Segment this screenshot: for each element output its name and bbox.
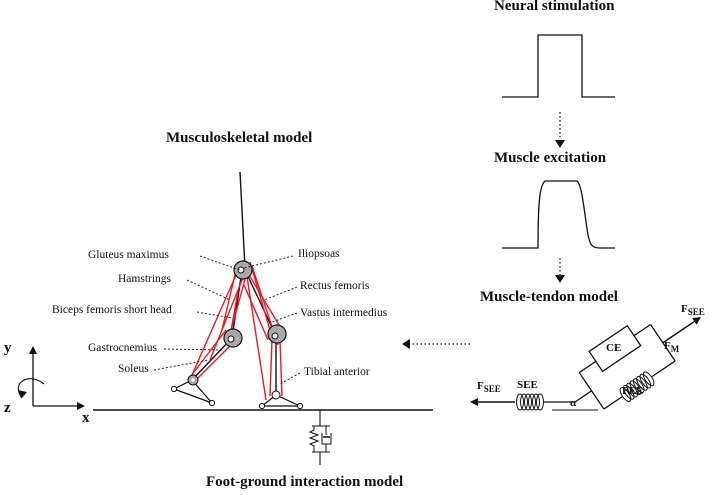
leader-lines bbox=[153, 255, 301, 385]
dotted-arrow-tendon-to-skeleton bbox=[402, 339, 470, 349]
hip-joint bbox=[233, 260, 253, 280]
label-vastus-intermedius: Vastus intermedius bbox=[300, 307, 388, 319]
dotted-arrow-excitation-to-tendon bbox=[555, 258, 565, 283]
muscle-excitation-title: Muscle excitation bbox=[494, 150, 607, 166]
label-see: SEE bbox=[517, 379, 538, 391]
axis-label-y: y bbox=[4, 340, 12, 356]
label-rectus-femoris: Rectus femoris bbox=[300, 280, 370, 292]
axis-label-x: x bbox=[82, 410, 90, 426]
label-f-see-left: FSEE bbox=[477, 380, 501, 394]
left-knee-joint bbox=[223, 328, 243, 348]
right-ankle-joint bbox=[271, 390, 281, 400]
muscle-tendon-title: Muscle-tendon model bbox=[480, 289, 618, 305]
dotted-arrow-stim-to-excitation bbox=[555, 112, 565, 148]
right-knee-joint bbox=[267, 324, 287, 344]
muscle-tendon-diagram bbox=[470, 317, 702, 411]
musculoskeletal-title: Musculoskeletal model bbox=[166, 130, 313, 146]
label-soleus: Soleus bbox=[118, 363, 149, 375]
label-gastrocnemius: Gastrocnemius bbox=[88, 342, 157, 354]
label-alpha: α bbox=[570, 397, 577, 409]
left-ankle-joint bbox=[187, 374, 199, 386]
axis-label-z: z bbox=[4, 400, 11, 416]
see-spring bbox=[516, 393, 544, 411]
neural-stimulation-waveform bbox=[502, 34, 615, 98]
neural-stimulation-title: Neural stimulation bbox=[494, 0, 615, 14]
pee-spring bbox=[619, 371, 655, 402]
label-tibial-anterior: Tibial anterior bbox=[304, 366, 370, 378]
label-iliopsoas: Iliopsoas bbox=[298, 248, 340, 260]
foot-ground-spring-damper bbox=[308, 410, 332, 465]
label-f-see-right: FSEE bbox=[681, 303, 705, 317]
label-ce: CE bbox=[606, 342, 622, 354]
label-pee: PEE bbox=[622, 385, 644, 397]
label-f-m: FM bbox=[664, 340, 680, 354]
foot-ground-title: Foot-ground interaction model bbox=[206, 474, 404, 490]
muscle-excitation-waveform bbox=[502, 180, 615, 249]
coordinate-axes bbox=[17, 346, 85, 410]
label-biceps-femoris-short-head: Biceps femoris short head bbox=[52, 304, 172, 316]
musculoskeletal-model bbox=[170, 171, 304, 410]
label-hamstrings: Hamstrings bbox=[118, 273, 172, 285]
label-gluteus-maximus: Gluteus maximus bbox=[88, 249, 169, 261]
